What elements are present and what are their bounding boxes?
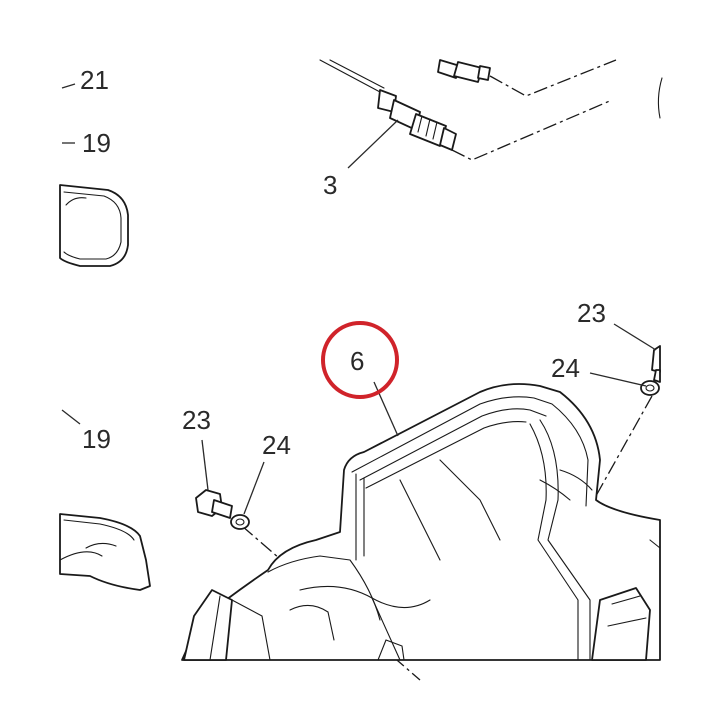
upper-left-part (59, 184, 129, 267)
airbox-part-6 (181, 383, 661, 661)
callout-24-right: 24 (551, 353, 580, 383)
callout-24-left: 24 (262, 430, 291, 460)
sensor-part-3 (319, 59, 457, 151)
washer-right (640, 380, 660, 396)
right-edge-fragment (657, 77, 663, 119)
callout-19-mid: 19 (82, 424, 111, 454)
callout-6: 6 (350, 346, 364, 376)
callout-21: 21 (80, 65, 109, 95)
bolt-left (195, 489, 233, 519)
upper-connector-fragment (437, 59, 491, 83)
washer-left (230, 514, 250, 530)
callout-23-left: 23 (182, 405, 211, 435)
callout-3: 3 (323, 170, 337, 200)
bolt-right (651, 345, 661, 383)
lower-left-part (59, 513, 151, 591)
highlight-circle (321, 321, 399, 399)
callout-19-top: 19 (82, 128, 111, 158)
callout-23-right: 23 (577, 298, 606, 328)
